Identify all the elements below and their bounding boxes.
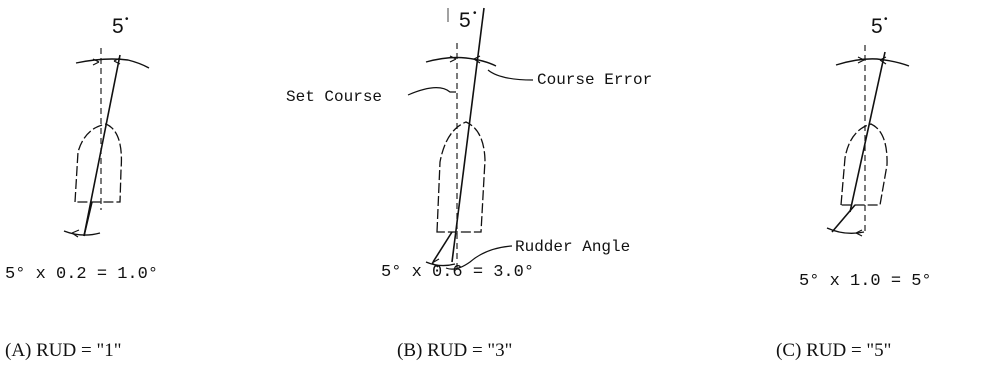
panel-b-angle-label: 5 xyxy=(459,9,471,32)
panel-b-rudder xyxy=(432,231,453,263)
panel-b-course-error-arc xyxy=(425,56,497,67)
panel-b-arrowhead-icon xyxy=(431,258,440,268)
panel-b-set-course-leader xyxy=(407,87,456,96)
panel-c-angle-label: 5 xyxy=(871,15,883,38)
panel-c-rudder-angle-arc xyxy=(826,227,865,235)
panel-b-rudder-angle-arc xyxy=(425,261,456,267)
panel-b-formula: 5° x 0.6 = 3.0° xyxy=(381,263,534,282)
panel-c-formula: 5° x 1.0 = 5° xyxy=(799,272,932,291)
panel-b-heading-line xyxy=(451,7,485,263)
panel-a-rudder xyxy=(83,201,93,237)
panel-b-arrowhead-icon xyxy=(473,55,481,64)
panel-a-heading-line xyxy=(83,54,121,237)
panel-b-course-error-leader xyxy=(487,69,534,81)
panel-c-heading-line xyxy=(849,51,886,213)
panel-b: 5 • Set Course Course Error Rudder Angle… xyxy=(286,7,652,361)
panel-a-arrowhead-icon xyxy=(113,57,121,65)
panel-c: 5 • 5° x 1.0 = 5° (C) RUD = "5" xyxy=(776,14,932,361)
panel-c-caption: (C) RUD = "5" xyxy=(776,340,891,361)
panel-b-set-course-label: Set Course xyxy=(286,88,382,106)
panel-c-course-error-arc xyxy=(835,58,910,67)
panel-b-course-error-label: Course Error xyxy=(537,71,652,89)
panel-c-rudder xyxy=(831,204,856,233)
panel-a-rudder-angle-arc xyxy=(63,230,101,236)
panel-b-rudder-angle-leader xyxy=(445,245,513,270)
panel-b-rudder-angle-label: Rudder Angle xyxy=(515,238,630,256)
panel-a-arrowhead-icon xyxy=(92,58,100,66)
panel-c-boat-hull xyxy=(840,123,888,206)
panel-c-arrowhead-icon xyxy=(855,229,863,237)
panel-a: 5 • 5° x 0.2 = 1.0° (A) RUD = "1" xyxy=(5,14,158,361)
panel-a-boat-hull xyxy=(74,123,123,203)
panel-a-degree-mark: • xyxy=(125,14,129,25)
panel-a-caption: (A) RUD = "1" xyxy=(5,340,121,361)
panel-b-arrowhead-icon xyxy=(449,55,457,63)
panel-a-course-error-arc xyxy=(75,58,150,69)
panel-b-caption: (B) RUD = "3" xyxy=(397,340,512,361)
panel-c-degree-mark: • xyxy=(884,14,888,25)
panel-a-arrowhead-icon xyxy=(71,229,80,238)
panel-a-angle-label: 5 xyxy=(112,15,124,38)
panel-c-arrowhead-icon xyxy=(857,56,865,64)
panel-c-arrowhead-icon xyxy=(879,56,887,65)
panel-a-formula: 5° x 0.2 = 1.0° xyxy=(5,265,158,284)
panel-b-boat-hull xyxy=(436,121,486,233)
panel-b-degree-mark: • xyxy=(473,8,477,19)
